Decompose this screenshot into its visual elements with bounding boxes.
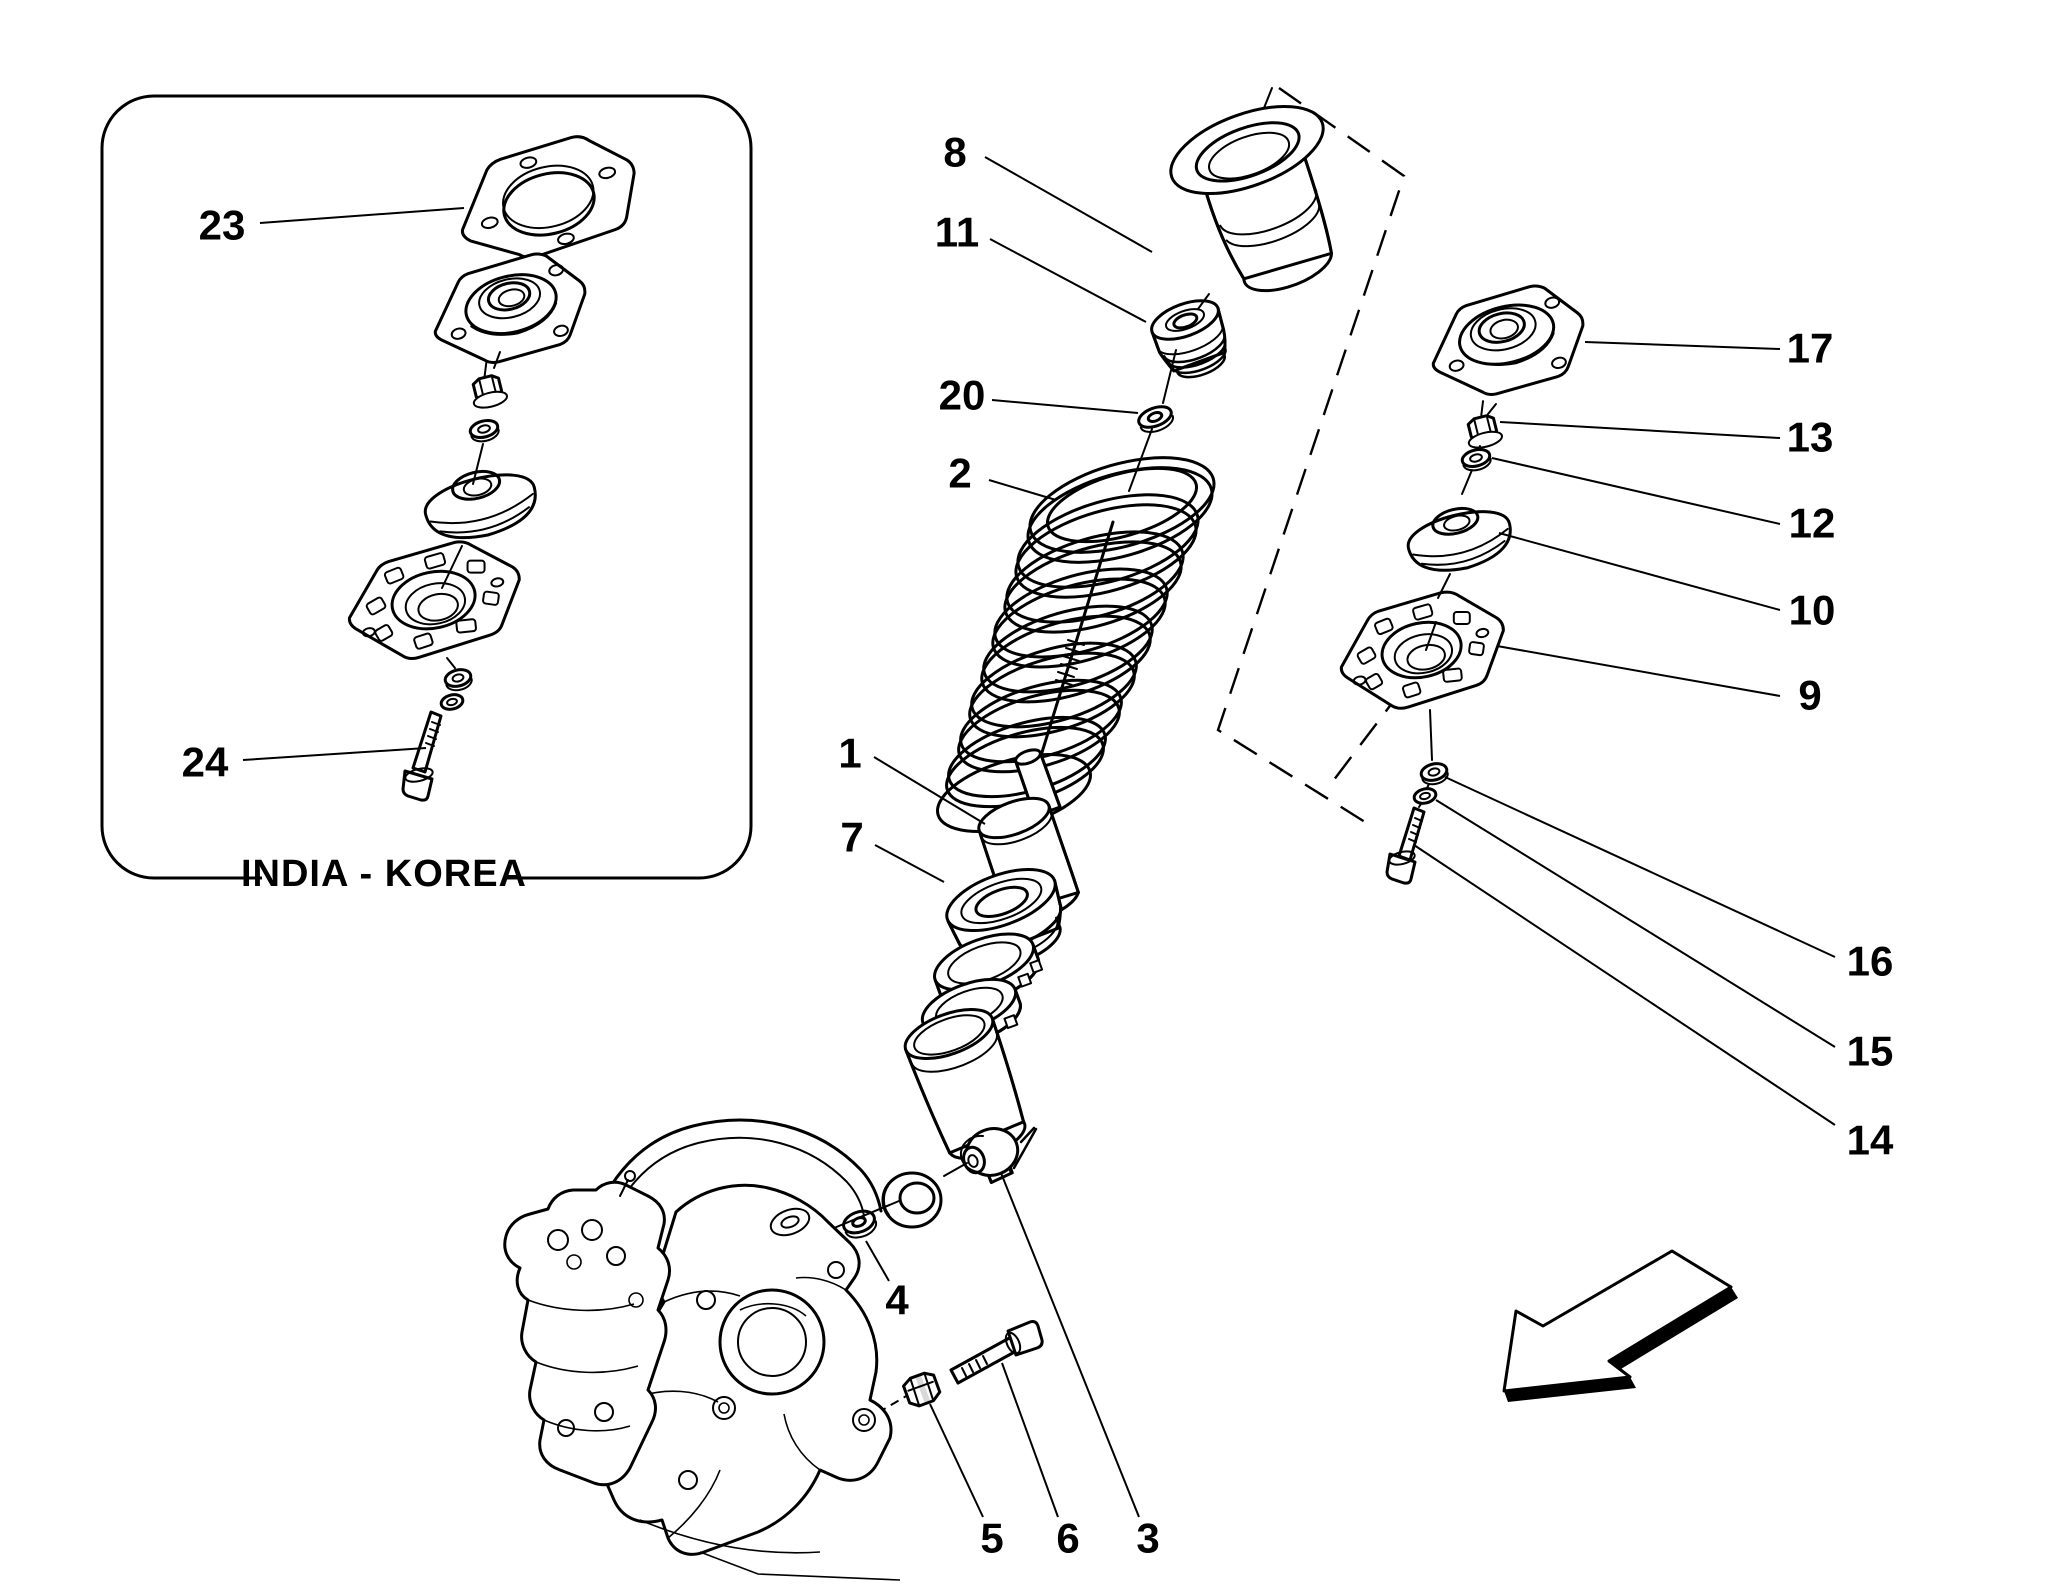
shock-eye [881, 1171, 943, 1229]
leader-line-7 [874, 844, 945, 883]
bushing-3 [959, 1126, 1038, 1177]
inset-washer-15-style [439, 693, 465, 711]
nut-5 [902, 1371, 942, 1408]
leader-line-14 [1413, 844, 1836, 1126]
gasket-plate-23 [460, 135, 636, 260]
inset-top-mount [433, 252, 587, 365]
mount-plate-17 [1431, 284, 1585, 397]
bolt-6 [949, 1320, 1044, 1385]
inset-axis-lines [441, 351, 501, 669]
leader-line-6 [1001, 1362, 1059, 1518]
leader-line-5 [929, 1403, 984, 1518]
washer-12 [1460, 448, 1492, 472]
part-label-8: 8 [943, 129, 966, 176]
leader-line-11 [989, 238, 1147, 323]
part-label-6: 6 [1056, 1515, 1079, 1562]
part-label-4: 4 [885, 1277, 909, 1324]
part-label-7: 7 [840, 814, 863, 861]
leader-line-4 [865, 1240, 890, 1282]
inset-washer-upper [468, 419, 500, 443]
spring-seat-plate-9 [1339, 590, 1505, 710]
rubber-buffer-10 [1406, 506, 1512, 572]
suspension-arm-line [639, 1519, 821, 1554]
direction-arrow-icon [1502, 1249, 1738, 1402]
leader-line-16 [1444, 776, 1836, 958]
part-label-14: 14 [1847, 1117, 1894, 1164]
part-label-2: 2 [948, 450, 971, 497]
leader-line-15 [1435, 799, 1836, 1048]
leader-line-3 [1000, 1172, 1140, 1518]
inset-washer-16-style [443, 668, 473, 692]
leader-line-9 [1496, 645, 1781, 697]
leader-line-2 [988, 479, 1057, 501]
caption-gap [262, 848, 506, 898]
part-label-11: 11 [935, 209, 979, 256]
washer-16 [1419, 762, 1449, 786]
leader-line-12 [1491, 457, 1781, 525]
hub-and-brake-assembly [503, 1118, 901, 1581]
part-label-1: 1 [838, 730, 861, 777]
brake-caliper [503, 1170, 672, 1487]
part-label-15: 15 [1847, 1028, 1894, 1075]
washer-4 [842, 1209, 878, 1239]
inset-spring-seat-plate [347, 540, 521, 661]
inset-rubber-buffer [424, 469, 537, 540]
inset-bolt-24 [401, 710, 443, 802]
shock-absorber-assembly [821, 104, 1333, 1429]
washer-20 [1137, 405, 1174, 433]
upper-mount-assembly [1339, 284, 1585, 885]
part-label-23: 23 [199, 202, 246, 249]
part-label-3: 3 [1136, 1515, 1159, 1562]
part-label-13: 13 [1787, 414, 1834, 461]
right-axis-lines [1418, 403, 1497, 808]
threaded-bush-11 [1150, 299, 1227, 379]
part-label-17: 17 [1787, 325, 1834, 372]
part-label-20: 20 [939, 372, 986, 419]
leader-line-17 [1584, 341, 1781, 350]
part-label-10: 10 [1789, 587, 1836, 634]
part-label-24: 24 [182, 739, 229, 786]
part-label-5: 5 [980, 1515, 1003, 1562]
leader-line-1 [873, 756, 986, 825]
part-label-12: 12 [1789, 500, 1836, 547]
coil-spring-2 [936, 456, 1216, 833]
socket-bolt-14 [1385, 806, 1426, 885]
inset-lock-nut [471, 361, 509, 409]
dust-cover-cup-8 [1169, 104, 1333, 293]
leader-line-10 [1498, 532, 1781, 611]
region-caption: INDIA - KOREA [241, 853, 527, 895]
leader-line-8 [984, 156, 1153, 253]
leader-line-23 [259, 207, 465, 224]
flanged-nut-13 [1466, 400, 1504, 449]
leader-line-20 [991, 399, 1139, 414]
washer-15 [1412, 787, 1438, 805]
part-label-16: 16 [1847, 938, 1894, 985]
leader-line-13 [1499, 421, 1781, 439]
suspension-arm-line-2 [699, 1551, 901, 1581]
part-label-9: 9 [1798, 672, 1821, 719]
inset-box-india-korea: INDIA - KOREA [100, 94, 753, 898]
leader-line-24 [242, 747, 427, 761]
